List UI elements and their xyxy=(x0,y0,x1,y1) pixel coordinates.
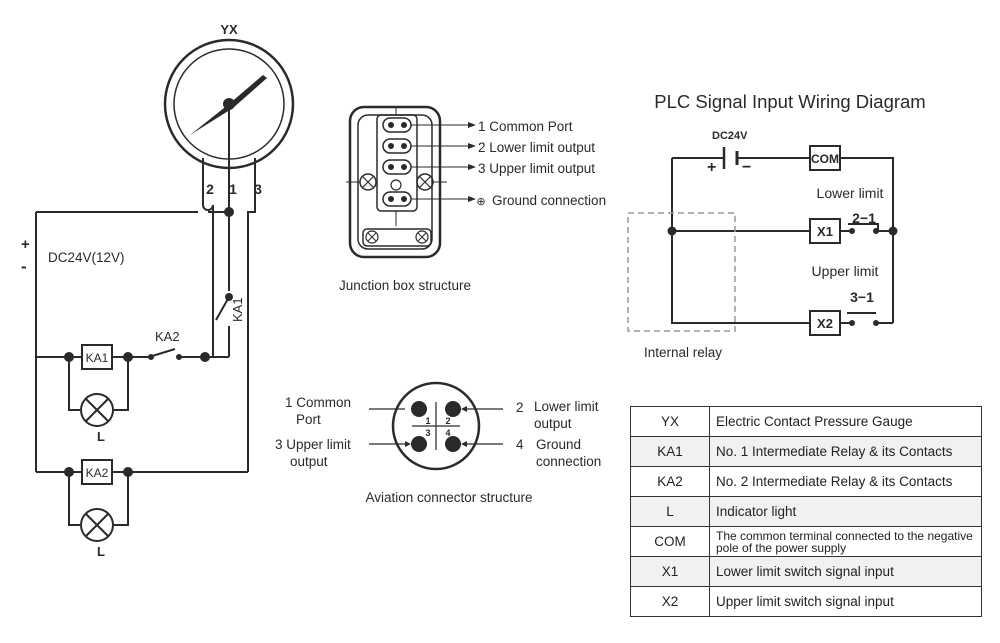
lamp-1-label: L xyxy=(97,429,105,444)
pin-2-line2: output xyxy=(534,416,572,431)
relay-row-2 xyxy=(36,459,248,542)
jb-port-1: 1 Common Port xyxy=(478,119,573,134)
plc-lower-limit: Lower limit xyxy=(817,185,884,201)
gauge-wires xyxy=(35,172,256,472)
pin-4-line1: Ground xyxy=(536,437,581,452)
lamp-2-label: L xyxy=(97,544,105,559)
internal-relay-label: Internal relay xyxy=(644,345,722,360)
ka1-contact-label: KA1 xyxy=(230,297,245,322)
pin-label-3: 3 xyxy=(425,428,430,438)
pressure-gauge xyxy=(163,38,295,212)
legend-row: KA2 No. 2 Intermediate Relay & its Conta… xyxy=(630,466,982,497)
junction-box-caption: Junction box structure xyxy=(339,278,471,293)
pin-label-2: 2 xyxy=(445,416,450,426)
pin-3-line2: output xyxy=(290,454,328,469)
terminal-2-label: 2 xyxy=(206,181,214,197)
legend-desc: Indicator light xyxy=(709,496,982,527)
relay-2-label: KA2 xyxy=(86,466,109,480)
legend-row: YX Electric Contact Pressure Gauge xyxy=(630,406,982,437)
legend-row: KA1 No. 1 Intermediate Relay & its Conta… xyxy=(630,436,982,467)
pin-label-4: 4 xyxy=(445,428,450,438)
pin-1-line2: Port xyxy=(296,412,321,427)
plc-x2-label: X2 xyxy=(817,316,833,331)
junction-box-arrows xyxy=(468,122,476,202)
power-plus: + xyxy=(21,236,30,253)
aviation-connector xyxy=(369,381,503,471)
plc-minus: − xyxy=(742,159,751,176)
plc-com-label: COM xyxy=(811,152,839,166)
pin-4-line2: connection xyxy=(536,454,601,469)
relay-1-label: KA1 xyxy=(86,351,109,365)
plc-upper-limit: Upper limit xyxy=(812,263,879,279)
plc-contact-lower: 2−1 xyxy=(852,210,876,226)
pin-3-line1: 3 Upper limit xyxy=(275,437,351,452)
legend-table: YX Electric Contact Pressure Gauge KA1 N… xyxy=(630,406,982,617)
legend-code: YX xyxy=(630,406,710,437)
legend-row: X1 Lower limit switch signal input xyxy=(630,556,982,587)
jb-port-2: 2 Lower limit output xyxy=(478,140,595,155)
legend-row: COM The common terminal connected to the… xyxy=(630,526,982,557)
plc-title: PLC Signal Input Wiring Diagram xyxy=(654,91,925,112)
legend-desc: Upper limit switch signal input xyxy=(709,586,982,617)
ka1-contact xyxy=(215,212,233,357)
legend-code: X2 xyxy=(630,586,710,617)
aviation-caption: Aviation connector structure xyxy=(365,490,532,505)
legend-desc: Lower limit switch signal input xyxy=(709,556,982,587)
terminal-3-label: 3 xyxy=(254,181,262,197)
legend-code: X1 xyxy=(630,556,710,587)
pin-2-line1: Lower limit xyxy=(534,399,599,414)
power-minus: - xyxy=(21,257,27,276)
pin-label-1: 1 xyxy=(425,416,430,426)
legend-code: KA2 xyxy=(630,466,710,497)
legend-desc: No. 1 Intermediate Relay & its Contacts xyxy=(709,436,982,467)
gauge-label: YX xyxy=(220,22,238,37)
legend-code: KA1 xyxy=(630,436,710,467)
legend-code: L xyxy=(630,496,710,527)
legend-desc: Electric Contact Pressure Gauge xyxy=(709,406,982,437)
pin-4-num: 4 xyxy=(516,437,524,452)
jb-ground-mark: ⊕ xyxy=(476,196,485,208)
power-label: DC24V(12V) xyxy=(48,250,125,265)
jb-port-3: 3 Upper limit output xyxy=(478,161,595,176)
pin-1-line1: 1 Common xyxy=(285,395,351,410)
terminal-1-label: 1 xyxy=(229,181,237,197)
ka2-contact-label: KA2 xyxy=(155,329,180,344)
plc-plus: + xyxy=(707,159,716,176)
jb-port-4: Ground connection xyxy=(492,193,606,208)
plc-contact-upper: 3−1 xyxy=(850,289,874,305)
legend-desc: No. 2 Intermediate Relay & its Contacts xyxy=(709,466,982,497)
pin-2-num: 2 xyxy=(516,400,524,415)
plc-power-label: DC24V xyxy=(712,130,748,142)
junction-box xyxy=(346,105,468,259)
plc-x1-label: X1 xyxy=(817,224,833,239)
legend-desc: The common terminal connected to the neg… xyxy=(709,526,982,557)
legend-code: COM xyxy=(630,526,710,557)
legend-row: X2 Upper limit switch signal input xyxy=(630,586,982,617)
plc-circuit xyxy=(627,145,894,336)
legend-row: L Indicator light xyxy=(630,496,982,527)
